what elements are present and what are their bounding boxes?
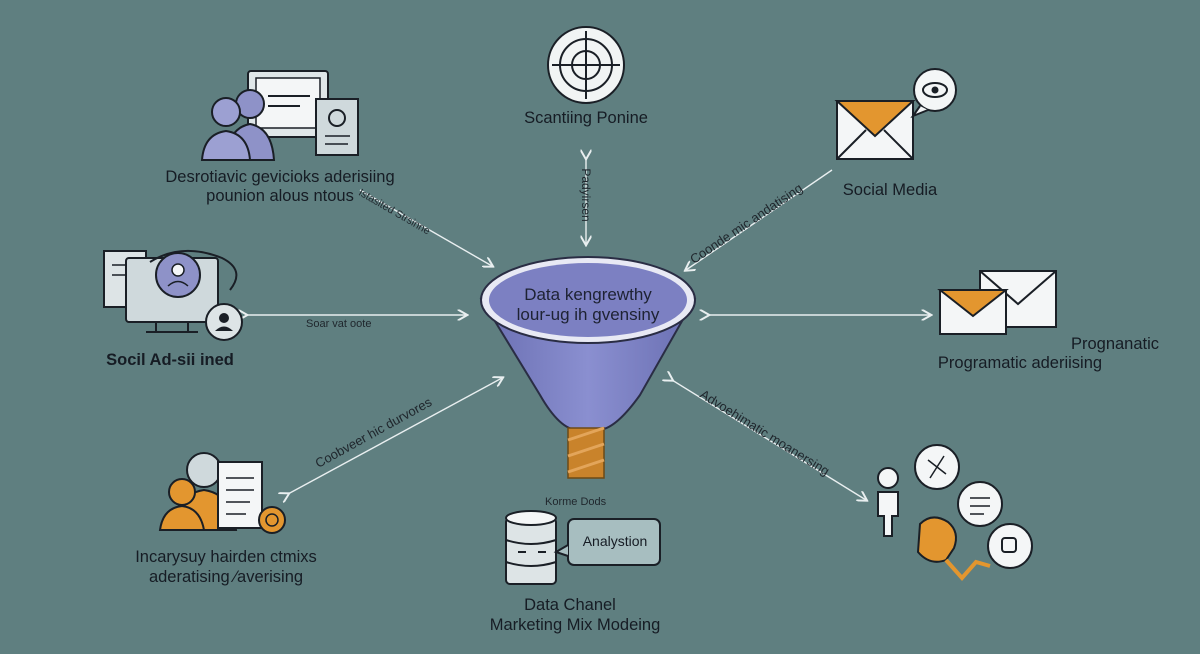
top-left-node-line2: pounion alous ntous — [206, 187, 354, 205]
spout-label: Korme Dods — [545, 496, 607, 508]
report-person-icon — [158, 452, 286, 534]
bottom-bubble-text: Analystion — [582, 533, 648, 549]
people-chat-icon — [877, 444, 1033, 582]
edge-top-left-line — [359, 189, 492, 266]
envelope-eye-icon — [834, 68, 957, 160]
people-screen-icon — [200, 70, 359, 161]
right-node-line2: Programatic aderiising — [937, 354, 1103, 372]
database-icon — [505, 510, 661, 585]
edge-top-right-line — [686, 169, 833, 270]
edge-left-label: Soar vat oote — [306, 318, 372, 330]
right-node-line1: Prognanatic — [1070, 335, 1160, 353]
edge-bottom-left-line — [288, 378, 502, 494]
bottom-left-node-line2: aderatising ⁄averising — [148, 568, 304, 586]
bottom-node-line2: Marketing Mix Modeing — [489, 616, 661, 634]
funnel-title: Data kengrewthy — [524, 285, 652, 304]
top-right-node-title: Social Media — [842, 181, 938, 199]
bottom-left-node-line1: Incarysuy hairden ctmixs — [135, 548, 317, 566]
target-icon — [547, 26, 625, 104]
envelopes-icon — [937, 270, 1057, 335]
bottom-node-line1: Data Chanel — [524, 596, 616, 614]
edge-top-label: Padyirsen — [579, 168, 593, 222]
funnel — [479, 256, 697, 479]
edge-bottom-right-line — [672, 380, 866, 500]
top-left-node-line1: Desrotiavic gevicioks aderisiing — [165, 168, 395, 186]
top-node-title: Scantiing Ponine — [524, 109, 648, 127]
funnel-subtitle: lour-ug ih gvensiny — [516, 305, 660, 324]
connector-lines — [246, 158, 930, 500]
left-node-title: Socil Ad-sii ined — [106, 351, 234, 369]
ad-monitor-icon — [103, 249, 243, 341]
